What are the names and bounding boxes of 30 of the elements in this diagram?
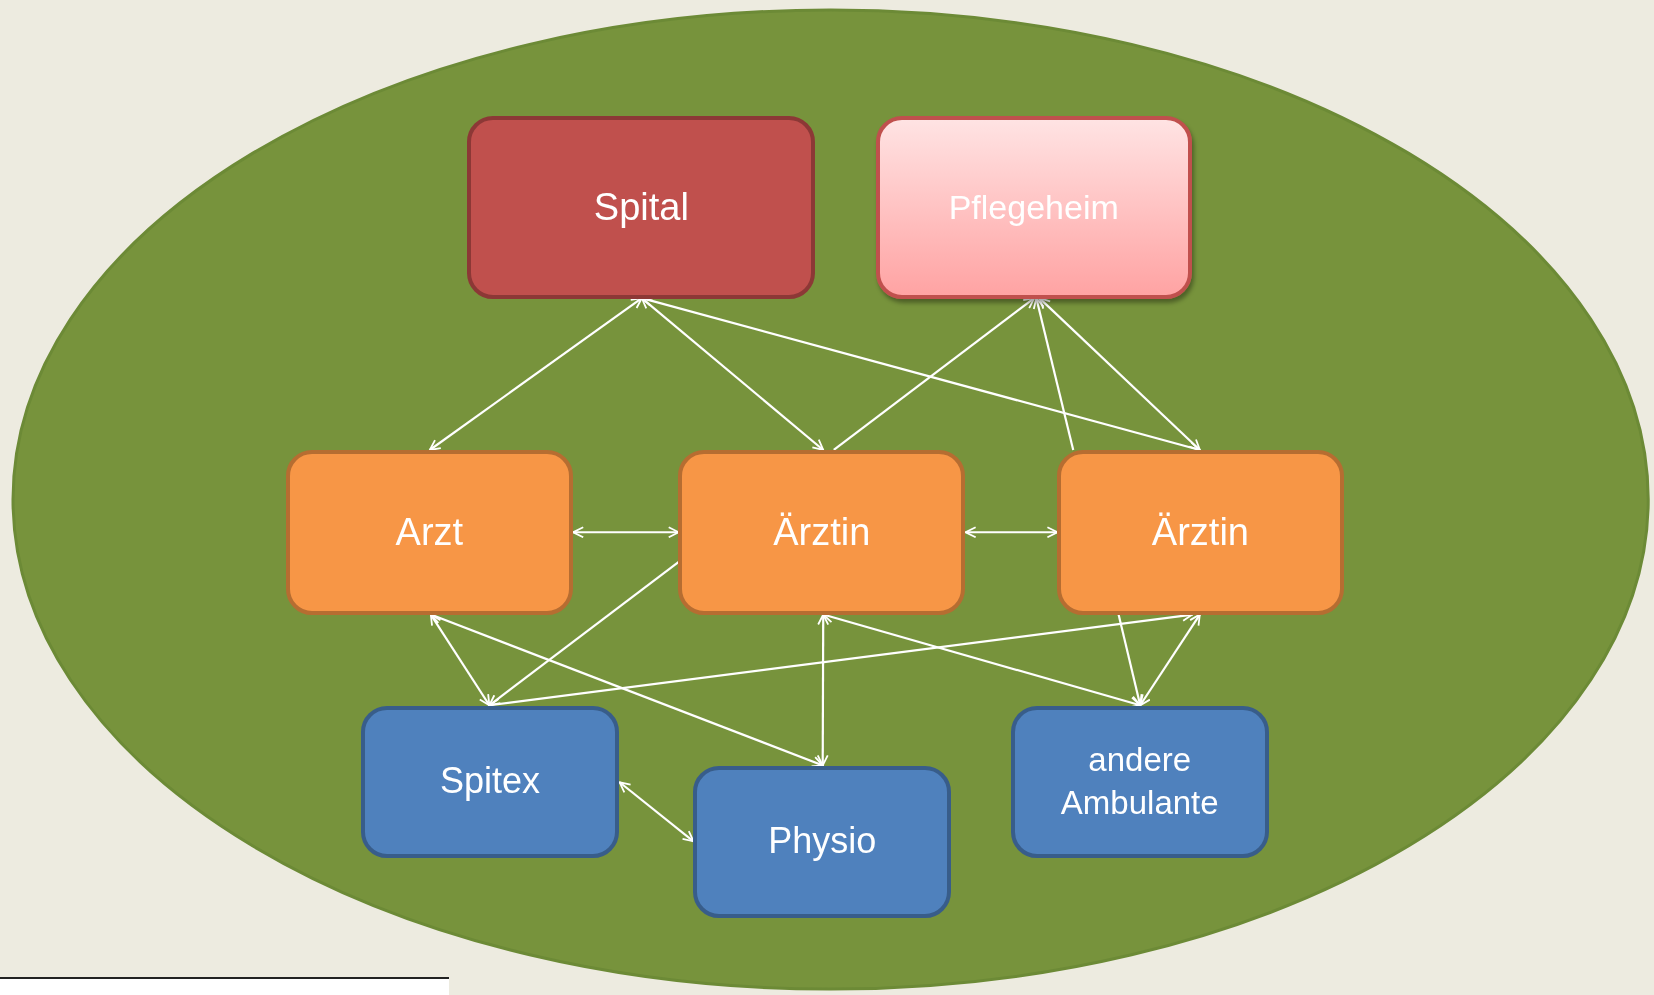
- hospital-box: [467, 116, 816, 299]
- ellipse-background: [10, 8, 1650, 992]
- arrow: [1138, 614, 1201, 707]
- node-label: Pflegeheim: [948, 187, 1119, 229]
- node-label: andere Ambulante: [1059, 739, 1220, 823]
- doctor-box: [1056, 450, 1344, 615]
- arrow: [618, 781, 694, 843]
- doctor-box: [285, 450, 573, 615]
- arrow: [1032, 297, 1074, 451]
- nursing-home-box: [875, 116, 1192, 299]
- node-label: Spital: [593, 184, 689, 230]
- node-label: Spitex: [439, 759, 540, 804]
- care-provider-box: [693, 765, 952, 918]
- node-label: Ärztin: [1151, 510, 1249, 555]
- doctor-box: [678, 450, 966, 615]
- arrow: [640, 297, 824, 452]
- care-provider-box: [360, 705, 620, 858]
- node-label: Physio: [768, 819, 877, 864]
- care-provider-box: [1010, 705, 1269, 858]
- arrow: [964, 526, 1058, 539]
- arrow: [429, 614, 490, 707]
- arrow: [832, 297, 1035, 452]
- arrow: [571, 526, 680, 539]
- footer-bar: [0, 976, 450, 995]
- arrow: [1117, 614, 1144, 707]
- node-label: Arzt: [395, 510, 464, 555]
- arrow: [1038, 297, 1201, 452]
- arrow: [816, 614, 829, 767]
- node-label: Ärztin: [773, 510, 871, 555]
- arrow: [428, 297, 643, 452]
